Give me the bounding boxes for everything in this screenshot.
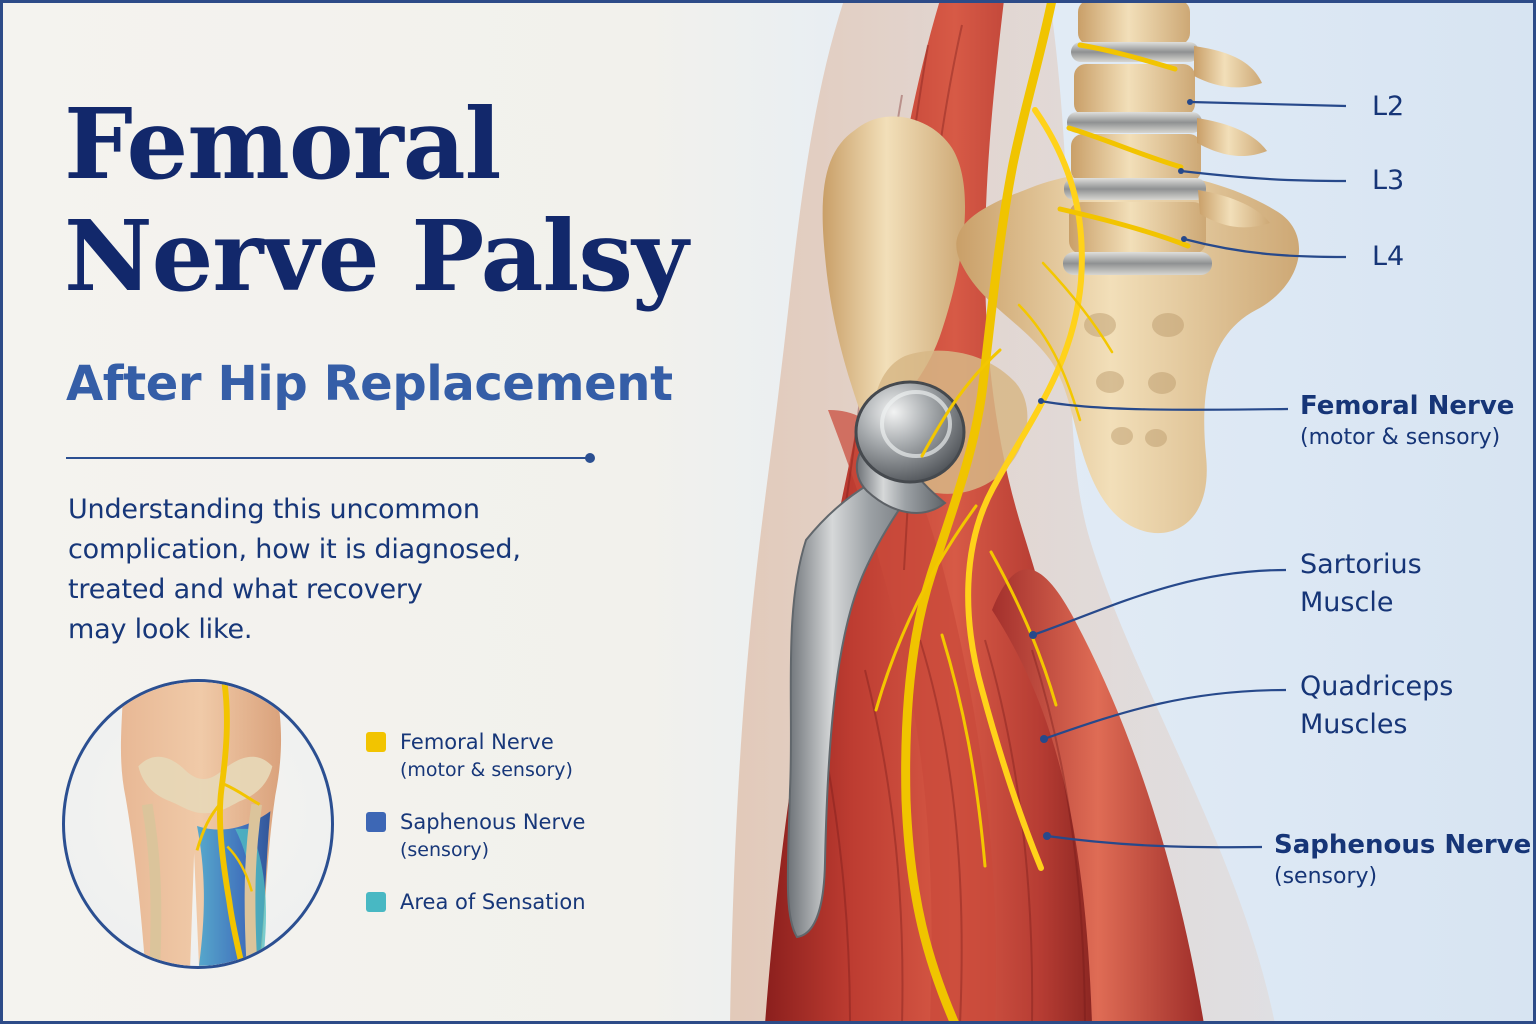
nerve-inset-illustration: [62, 679, 334, 969]
sacral-foramina: [1084, 313, 1184, 447]
nerve-branch-hip: [920, 348, 1002, 458]
legend-subtitle-femoral-nerve: (motor & sensory): [400, 759, 573, 781]
femoral-nerve-main-trunk: [901, 0, 1057, 1024]
anatomy-illustration: [660, 0, 1536, 1024]
hip-implant: [786, 380, 966, 939]
iliac-crest-bone: [822, 116, 966, 429]
anatomy-svg: [730, 0, 1300, 1024]
inset-femoral-branch-2: [195, 801, 223, 851]
page-title: Femoral Nerve Palsy: [64, 88, 804, 312]
intro-line-2: complication, how it is diagnosed,: [68, 534, 521, 565]
nerve-branch-quadriceps: [940, 633, 987, 868]
intro-line-4: may look like.: [68, 614, 253, 645]
callout-l3: L3: [1372, 165, 1405, 196]
medial-thigh-muscles: [992, 569, 1204, 1024]
legend-label-area-of-sensation: Area of Sensation: [400, 890, 586, 914]
sensation-area-swatch-icon: [366, 892, 386, 912]
saphenous-nerve-swatch-icon: [366, 812, 386, 832]
callout-saphenous-nerve: Saphenous Nerve (sensory): [1274, 829, 1531, 893]
femoral-head-implant: [854, 380, 966, 484]
psoas-quadriceps-muscle-mass: [765, 0, 1110, 1024]
callout-femoral-nerve: Femoral Nerve (motor & sensory): [1300, 390, 1514, 454]
nerve-branch-medial: [989, 550, 1058, 707]
callout-sartorius-line-1: Sartorius: [1300, 549, 1422, 580]
lateral-thigh-muscle: [828, 409, 996, 1024]
intro-text: Understanding this uncommon complication…: [68, 490, 568, 650]
callout-saphenous-nerve-title: Saphenous Nerve: [1274, 830, 1532, 860]
legend-label-saphenous-nerve: Saphenous Nerve: [400, 810, 586, 834]
saphenous-nerve-branch: [965, 107, 1085, 871]
legend-label-femoral-nerve: Femoral Nerve: [400, 730, 554, 754]
femoral-nerve-swatch-icon: [366, 732, 386, 752]
nerve-legend: Femoral Nerve (motor & sensory) Saphenou…: [366, 728, 626, 940]
callout-sartorius-line-2: Muscle: [1300, 587, 1394, 618]
callout-femoral-nerve-title: Femoral Nerve: [1300, 391, 1515, 421]
l2-root: [1077, 42, 1178, 72]
callout-sartorius: Sartorius Muscle: [1300, 546, 1422, 622]
callout-quadriceps-line-1: Quadriceps: [1300, 671, 1454, 702]
inset-sensation-highlight: [235, 828, 267, 966]
legend-item-area-of-sensation: Area of Sensation: [366, 888, 626, 916]
nerve-network: [874, 0, 1191, 1024]
title-line-femoral: Femoral: [64, 87, 501, 201]
inset-femoral-branch-3: [226, 845, 253, 892]
callout-femoral-nerve-subtitle: (motor & sensory): [1300, 425, 1501, 450]
legend-item-femoral-nerve: Femoral Nerve (motor & sensory): [366, 728, 626, 784]
legend-subtitle-saphenous-nerve: (sensory): [400, 839, 490, 861]
legend-item-saphenous-nerve: Saphenous Nerve (sensory): [366, 808, 626, 864]
callout-l2: L2: [1372, 91, 1405, 122]
inset-body-illustration: [120, 682, 282, 966]
inset-femoral-branch-1: [222, 782, 261, 806]
title-divider: [66, 453, 595, 463]
callout-l4: L4: [1372, 241, 1405, 272]
inset-left-femur: [141, 803, 162, 964]
implant-highlight-ring: [880, 390, 952, 458]
inset-right-femur: [244, 803, 263, 964]
callout-quadriceps-line-2: Muscles: [1300, 709, 1408, 740]
intro-line-1: Understanding this uncommon: [68, 494, 480, 525]
nerve-branch-pelvic-1: [1041, 261, 1114, 354]
page-subtitle: After Hip Replacement: [66, 356, 673, 412]
intro-line-3: treated and what recovery: [68, 574, 423, 605]
sacrum-pelvis-bone: [956, 170, 1300, 534]
inset-pelvis: [138, 756, 273, 814]
l4-root: [1057, 206, 1191, 249]
title-line-nerve-palsy: Nerve Palsy: [64, 199, 688, 313]
callout-saphenous-nerve-subtitle: (sensory): [1274, 864, 1378, 889]
l3-root: [1066, 125, 1184, 170]
nerve-branch-lateral: [874, 504, 978, 712]
inset-femoral-nerve: [217, 682, 245, 966]
callout-quadriceps: Quadriceps Muscles: [1300, 668, 1453, 744]
